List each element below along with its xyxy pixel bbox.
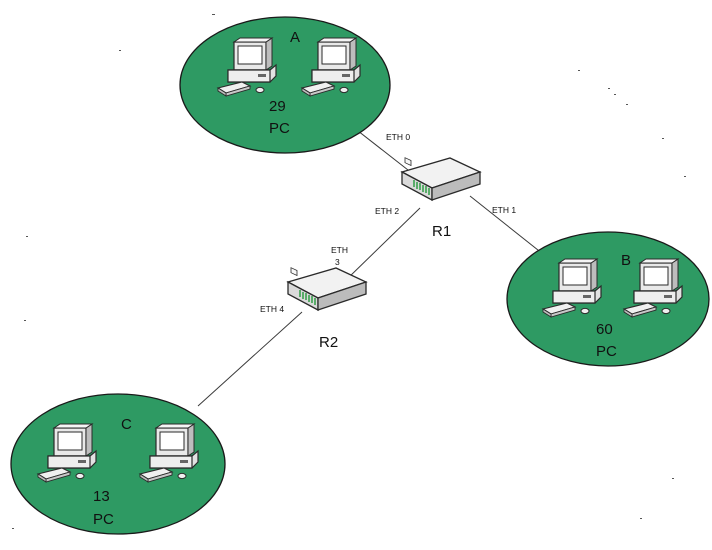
- interface-eth3-label: ETH: [331, 245, 348, 255]
- link-r1-r2: [345, 207, 421, 281]
- lan-c-count: 13: [93, 488, 110, 505]
- interface-eth2-label: ETH 2: [375, 206, 399, 216]
- lan-b-unit: PC: [596, 343, 617, 360]
- router-icon: [287, 266, 367, 311]
- lan-b: B 60 PC: [506, 231, 710, 367]
- lan-b-count: 60: [596, 321, 613, 338]
- router-r1: R1: [401, 156, 481, 240]
- lan-c-unit: PC: [93, 511, 114, 528]
- lan-c-letter: C: [121, 416, 132, 433]
- lan-a: A 29 PC: [179, 16, 391, 154]
- lan-a-letter: A: [290, 29, 300, 46]
- router-icon: [401, 156, 481, 201]
- link-r2-lan-c: [197, 311, 303, 407]
- lan-a-unit: PC: [269, 120, 290, 137]
- background-specks: [12, 14, 686, 529]
- lan-c: C 13 PC: [10, 393, 226, 535]
- links: [197, 119, 549, 407]
- link-r1-lan-b: [469, 195, 549, 259]
- router-r2: R2: [287, 266, 367, 351]
- interface-eth3-number: 3: [335, 257, 340, 267]
- lan-b-letter: B: [621, 252, 631, 269]
- interface-eth1-label: ETH 1: [492, 205, 516, 215]
- lan-a-count: 29: [269, 98, 286, 115]
- interface-eth4-label: ETH 4: [260, 304, 284, 314]
- router-r2-label: R2: [319, 334, 338, 351]
- interface-eth0-label: ETH 0: [386, 132, 410, 142]
- router-r1-label: R1: [432, 223, 451, 240]
